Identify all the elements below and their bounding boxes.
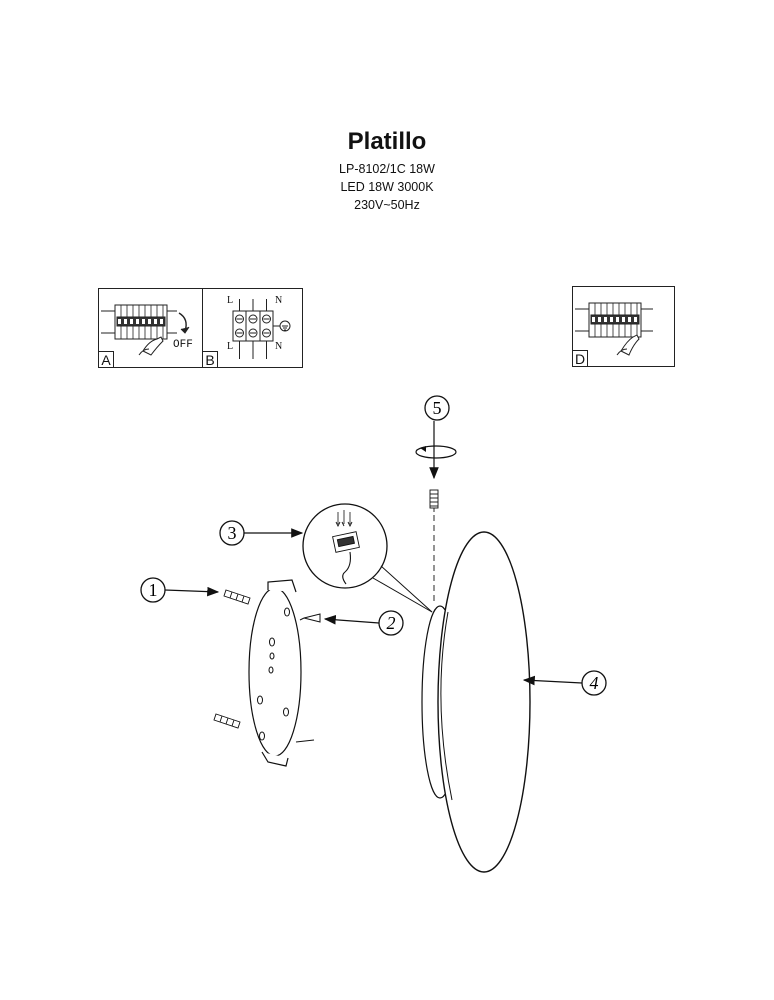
part-2-group: 2: [299, 610, 404, 636]
voltage-line: 230V~50Hz: [354, 198, 420, 212]
terminal-l-bottom: L: [227, 341, 234, 352]
part-3-group: 3: [219, 503, 433, 613]
part-4-leader: [522, 675, 583, 686]
part-2-leader: [323, 615, 380, 625]
rotation-arrow-icon: [420, 446, 426, 452]
rotation-indicator-icon: [415, 445, 457, 459]
step-letter-a: A: [98, 351, 114, 368]
product-title: Platillo: [347, 128, 427, 155]
lamp-diffuser: [437, 531, 531, 873]
part-1-group: 1: [140, 577, 251, 729]
breaker-on-illustration: [575, 302, 653, 356]
part-4-label: 4: [590, 673, 599, 693]
part-1-leader: [164, 586, 220, 597]
screw-icon: [429, 489, 439, 512]
led-line: LED 18W 3000K: [340, 180, 434, 194]
step-panel-a: OFF A: [98, 288, 203, 368]
step-letter-d: D: [572, 350, 588, 367]
part-4-group: 4: [421, 531, 607, 873]
step-panel-d: D: [572, 286, 675, 367]
wall-plug-icon: [223, 589, 251, 605]
part-3-label: 3: [228, 523, 237, 543]
wall-plug-icon-2: [213, 713, 241, 729]
part-5-group: 5: [415, 395, 457, 605]
model-line: LP-8102/1C 18W: [339, 162, 435, 176]
part-5-marker: [424, 395, 450, 421]
off-caption: OFF: [173, 339, 193, 351]
step-letter-b: B: [202, 351, 218, 368]
mounting-bracket: [248, 579, 315, 767]
lamp-rim-shadow: [440, 611, 453, 801]
connector-block-icon: [332, 510, 360, 585]
callout-pointer-line-2: [380, 565, 433, 613]
terminal-n-bottom: N: [275, 341, 283, 352]
step-panel-b: L N L N B: [202, 288, 303, 368]
part-1-label: 1: [149, 580, 158, 600]
terminal-n-top: N: [275, 295, 283, 306]
part-5-label: 5: [433, 398, 442, 418]
callout-pointer-line: [372, 577, 433, 613]
part-2-label: 2: [387, 613, 396, 633]
terminal-block-illustration: [232, 299, 291, 359]
terminal-l-top: L: [227, 295, 234, 306]
screw-icon-2: [299, 613, 321, 623]
breaker-off-illustration: [101, 304, 190, 356]
